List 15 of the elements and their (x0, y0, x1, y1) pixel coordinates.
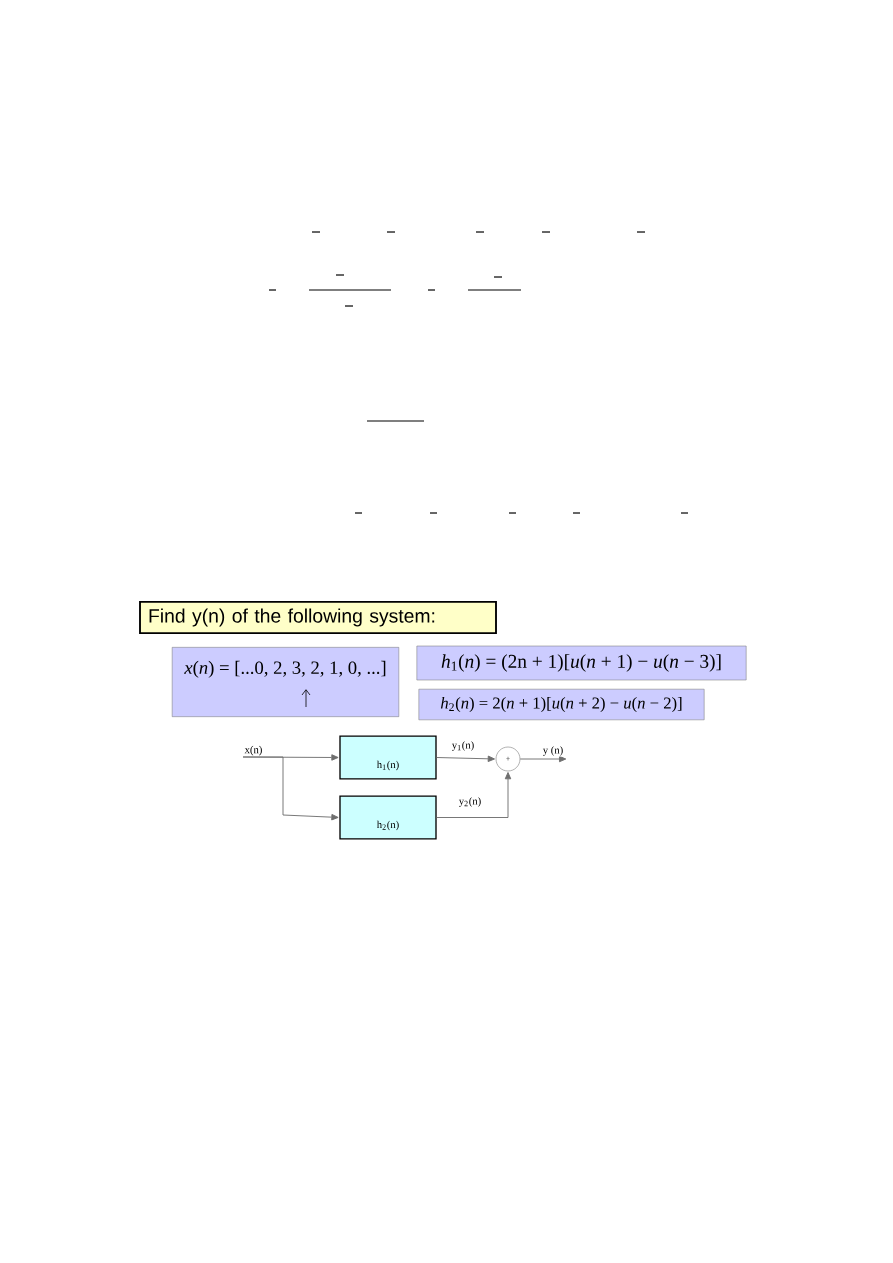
arrow (436, 772, 512, 818)
signal-box: x(n) = [...0, 2, 3, 2, 1, 0, ...] (171, 647, 400, 717)
arrow (242, 756, 339, 821)
title-box: Find y(n) of the following system: (139, 600, 497, 635)
formula-box: h$_{2}$(n) = 2(n + 1)[u(n + 2) − u(n − 2)] (418, 688, 705, 721)
summing-junction: + (495, 746, 521, 772)
input-label: x(n) (244, 745, 262, 756)
edge-label: y (n) (542, 745, 564, 757)
arrow (436, 755, 495, 763)
edge-label: y$_{2}$(n) (458, 796, 482, 808)
system-block: h$_{1}$(n) (339, 735, 437, 780)
arrow (519, 755, 567, 763)
system-block: h$_{2}$(n) (339, 795, 437, 840)
edge-label: y$_{1}$(n) (451, 740, 475, 752)
formula-box: h$_{1}$(n) = (2n + 1)[u(n + 1) − u(n − 3)] (416, 645, 747, 681)
